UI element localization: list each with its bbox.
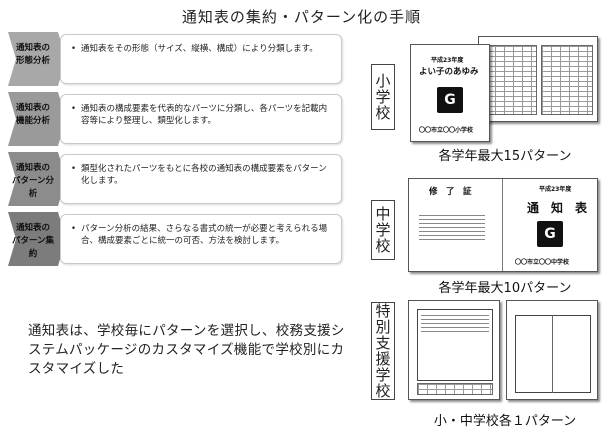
- summary-note: 通知表は、学校毎にパターンを選択し、校務支援システムパッケージのカスタマイズ機能…: [28, 323, 345, 377]
- form-box: [417, 309, 493, 381]
- step-1-label-1: 通知表の: [15, 43, 50, 53]
- junior-high-label: 中学校: [371, 200, 395, 260]
- step-4-card: • パターン分析の結果、さらなる書式の統一が必要と考えられる場合、構成要素ごとに…: [60, 214, 342, 264]
- diagram-title: 通知表の集約・パターン化の手順: [181, 8, 422, 26]
- form-table: [417, 383, 493, 395]
- school-logo-icon: G: [437, 87, 463, 113]
- bullet-icon: •: [71, 104, 77, 114]
- step-2-chevron: 通知表の機能分析: [8, 92, 70, 146]
- step-1: 通知表の形態分析 • 通知表をその形態（サイズ、縦横、構成）により分類します。: [8, 32, 344, 86]
- step-1-chevron: 通知表の形態分析: [8, 32, 70, 86]
- elementary-label: 小学校: [371, 64, 395, 130]
- cover-year: 平成23年度: [539, 186, 572, 193]
- step-4: 通知表のパターン集約 • パターン分析の結果、さらなる書式の統一が必要と考えられ…: [8, 212, 344, 266]
- step-4-label-1: 通知表の: [15, 223, 50, 233]
- cover-title: 通 知 表: [527, 201, 588, 215]
- step-1-label-2: 形態分析: [15, 56, 50, 66]
- step-2-text: 通知表の構成要素を代表的なパーツに分類し、各パーツを記載内容等により整理し、類型…: [81, 104, 328, 126]
- junior-high-report: 修 了 証 平成23年度 通 知 表 G 〇〇市立〇〇中学校: [408, 178, 598, 272]
- step-3-text: 類型化されたパーツをもとに各校の通知表の構成要素をパターン化します。: [81, 164, 327, 186]
- junior-high-caption: 各学年最大10パターン: [438, 281, 572, 296]
- step-4-text: パターン分析の結果、さらなる書式の統一が必要と考えられる場合、構成要素ごとに統一…: [81, 224, 328, 246]
- step-4-label-2: パターン集約: [11, 236, 55, 259]
- bullet-icon: •: [71, 44, 77, 54]
- step-3-label-2: パターン分析: [11, 176, 55, 199]
- step-3-card: • 類型化されたパーツをもとに各校の通知表の構成要素をパターン化します。: [60, 154, 342, 204]
- grade-table: [485, 45, 537, 115]
- school-logo-icon: G: [537, 221, 563, 247]
- cover-year: 平成23年度: [431, 57, 464, 64]
- step-3-chevron: 通知表のパターン分析: [8, 152, 70, 206]
- step-1-card: • 通知表をその形態（サイズ、縦横、構成）により分類します。: [60, 34, 342, 84]
- special-support-report-right: [506, 300, 598, 400]
- step-2-label-1: 通知表の: [15, 103, 50, 113]
- certificate-title: 修 了 証: [429, 187, 472, 197]
- elementary-report-inside: [478, 36, 598, 122]
- grade-table: [541, 45, 593, 115]
- step-2: 通知表の機能分析 • 通知表の構成要素を代表的なパーツに分類し、各パーツを記載内…: [8, 92, 344, 146]
- cover-school: 〇〇市立〇〇小学校: [419, 127, 474, 134]
- form-lines: [421, 315, 489, 335]
- elementary-report-cover: 平成23年度 よい子のあゆみ G 〇〇市立〇〇小学校: [410, 44, 490, 142]
- bullet-icon: •: [71, 224, 77, 234]
- step-1-text: 通知表をその形態（サイズ、縦横、構成）により分類します。: [81, 44, 318, 54]
- step-2-label-2: 機能分析: [15, 116, 50, 126]
- certificate-lines: [419, 215, 485, 243]
- cover-school: 〇〇市立〇〇中学校: [515, 259, 570, 266]
- form-box: [515, 315, 591, 393]
- bullet-icon: •: [71, 164, 77, 174]
- step-3-label-1: 通知表の: [15, 163, 50, 173]
- step-3: 通知表のパターン分析 • 類型化されたパーツをもとに各校の通知表の構成要素をパタ…: [8, 152, 344, 206]
- special-support-caption: 小・中学校各１パターン: [433, 414, 577, 429]
- special-support-report-left: [408, 300, 500, 400]
- cover-title: よい子のあゆみ: [419, 67, 479, 77]
- special-support-label: 特別支援学校: [371, 302, 395, 400]
- step-4-chevron: 通知表のパターン集約: [8, 212, 70, 266]
- step-2-card: • 通知表の構成要素を代表的なパーツに分類し、各パーツを記載内容等により整理し、…: [60, 94, 342, 144]
- elementary-caption: 各学年最大15パターン: [438, 149, 572, 164]
